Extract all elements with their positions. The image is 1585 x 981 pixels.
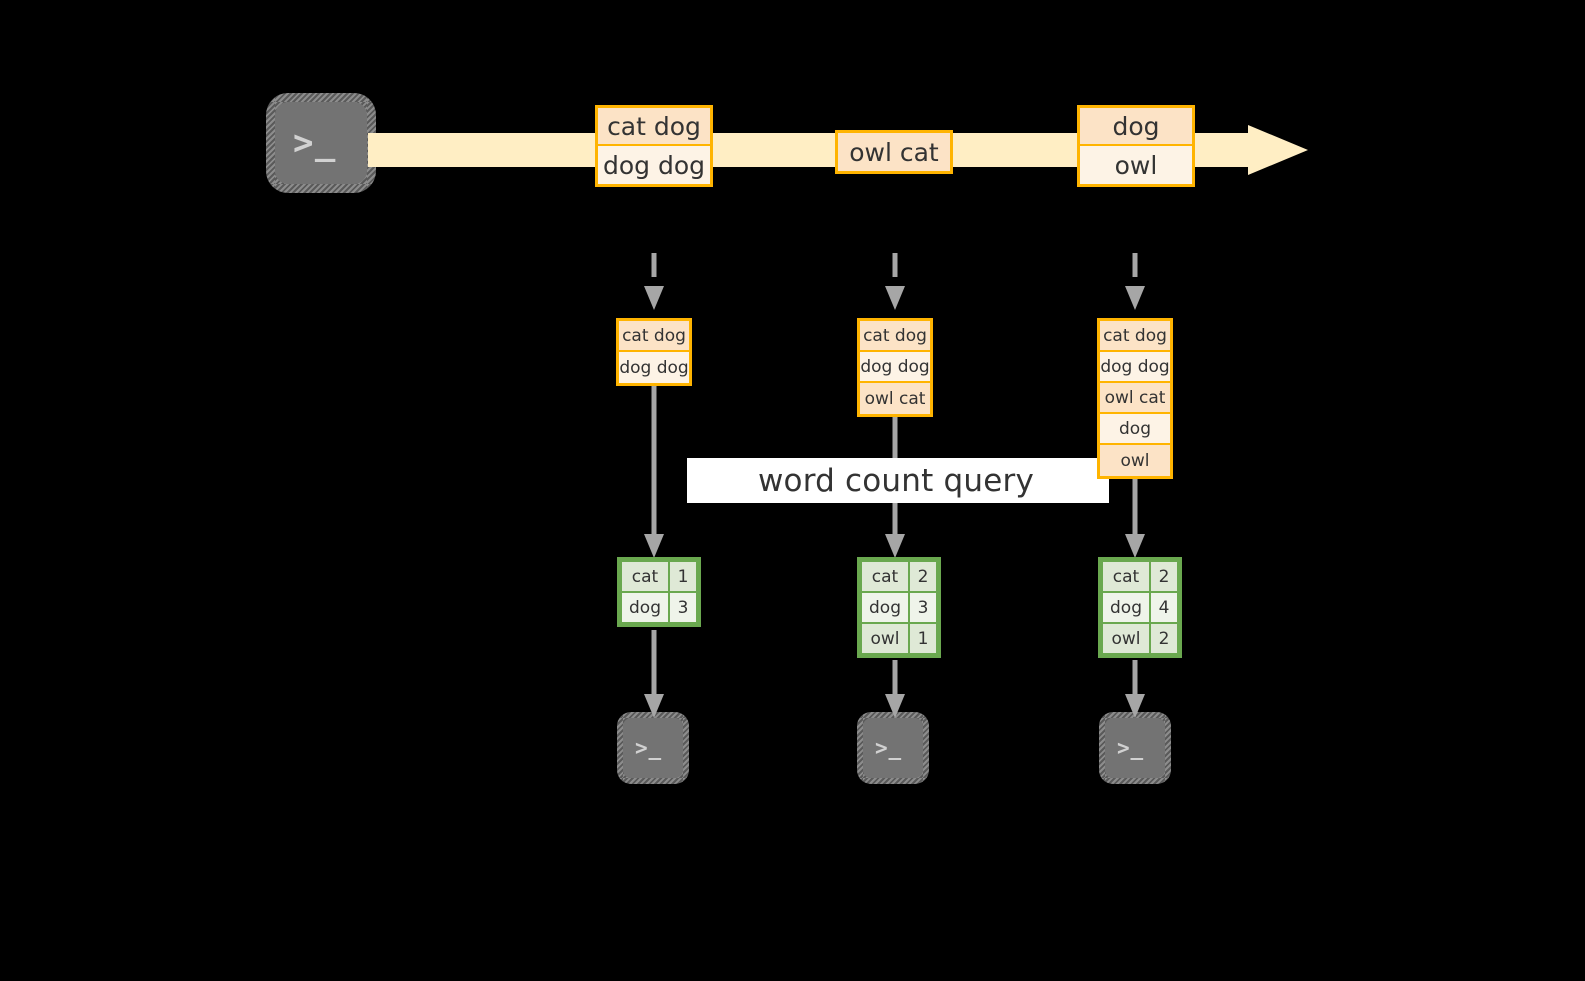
connector-timeline-to-buffer-3 xyxy=(1122,252,1148,314)
result-word: dog xyxy=(1101,591,1151,624)
query-label-band: word count query xyxy=(687,458,1109,503)
terminal-screen xyxy=(1105,718,1165,778)
consumer-terminal-icon-1: >_ xyxy=(617,712,689,784)
table-row: cat 1 xyxy=(620,560,698,593)
stream-record-line: dog xyxy=(1080,108,1192,146)
result-word: cat xyxy=(1101,560,1151,593)
query-label-text: word count query xyxy=(757,462,1035,499)
buffer-line: cat dog xyxy=(619,321,689,352)
buffer-line: owl cat xyxy=(860,383,930,414)
result-word: owl xyxy=(1101,622,1151,655)
result-word: cat xyxy=(620,560,670,593)
result-table-1[interactable]: cat 1 dog 3 xyxy=(617,557,701,627)
connector-result-to-consumer-2 xyxy=(882,660,908,722)
buffer-line: cat dog xyxy=(860,321,930,352)
buffer-line: dog dog xyxy=(860,352,930,383)
connector-timeline-to-buffer-2 xyxy=(882,252,908,314)
table-row: cat 2 xyxy=(1101,560,1179,593)
terminal-screen xyxy=(863,718,923,778)
buffer-stack-3[interactable]: cat dog dog dog owl cat dog owl xyxy=(1097,318,1173,479)
buffer-line: cat dog xyxy=(1100,321,1170,352)
result-count: 2 xyxy=(1149,622,1179,655)
buffer-line: dog xyxy=(1100,414,1170,445)
result-word: dog xyxy=(860,591,910,624)
result-word: dog xyxy=(620,591,670,624)
terminal-prompt-glyph: >_ xyxy=(1117,735,1144,760)
result-count: 1 xyxy=(908,622,938,655)
result-table-2[interactable]: cat 2 dog 3 owl 1 xyxy=(857,557,941,658)
stream-record-line: owl xyxy=(1080,146,1192,184)
buffer-stack-2[interactable]: cat dog dog dog owl cat xyxy=(857,318,933,417)
table-row: dog 3 xyxy=(620,591,698,624)
buffer-line: dog dog xyxy=(1100,352,1170,383)
stream-record-1[interactable]: cat dog dog dog xyxy=(595,105,713,187)
result-count: 3 xyxy=(668,591,698,624)
stream-record-line: dog dog xyxy=(598,146,710,184)
result-count: 4 xyxy=(1149,591,1179,624)
stream-record-line: cat dog xyxy=(598,108,710,146)
result-count: 2 xyxy=(908,560,938,593)
terminal-screen xyxy=(275,102,367,184)
connector-timeline-to-buffer-1 xyxy=(641,252,667,314)
terminal-prompt-glyph: >_ xyxy=(875,735,902,760)
table-row: cat 2 xyxy=(860,560,938,593)
result-table-3[interactable]: cat 2 dog 4 owl 2 xyxy=(1098,557,1182,658)
connector-buffer-to-result-3 xyxy=(1122,474,1148,562)
consumer-terminal-icon-2: >_ xyxy=(857,712,929,784)
stream-record-2[interactable]: owl cat xyxy=(835,130,953,174)
result-word: cat xyxy=(860,560,910,593)
connector-result-to-consumer-1 xyxy=(641,630,667,722)
consumer-terminal-icon-3: >_ xyxy=(1099,712,1171,784)
buffer-stack-1[interactable]: cat dog dog dog xyxy=(616,318,692,386)
table-row: owl 1 xyxy=(860,622,938,655)
buffer-line: dog dog xyxy=(619,352,689,383)
terminal-prompt-glyph: >_ xyxy=(293,123,337,163)
table-row: owl 2 xyxy=(1101,622,1179,655)
terminal-prompt-glyph: >_ xyxy=(635,735,662,760)
result-count: 3 xyxy=(908,591,938,624)
table-row: dog 4 xyxy=(1101,591,1179,624)
result-count: 1 xyxy=(668,560,698,593)
stream-record-line: owl cat xyxy=(838,133,950,171)
connector-buffer-to-result-1 xyxy=(641,382,667,562)
result-word: owl xyxy=(860,622,910,655)
result-count: 2 xyxy=(1149,560,1179,593)
connector-result-to-consumer-3 xyxy=(1122,660,1148,722)
buffer-line: owl xyxy=(1100,445,1170,476)
table-row: dog 3 xyxy=(860,591,938,624)
stream-record-3[interactable]: dog owl xyxy=(1077,105,1195,187)
producer-terminal-icon: >_ xyxy=(266,93,376,193)
terminal-screen xyxy=(623,718,683,778)
buffer-line: owl cat xyxy=(1100,383,1170,414)
